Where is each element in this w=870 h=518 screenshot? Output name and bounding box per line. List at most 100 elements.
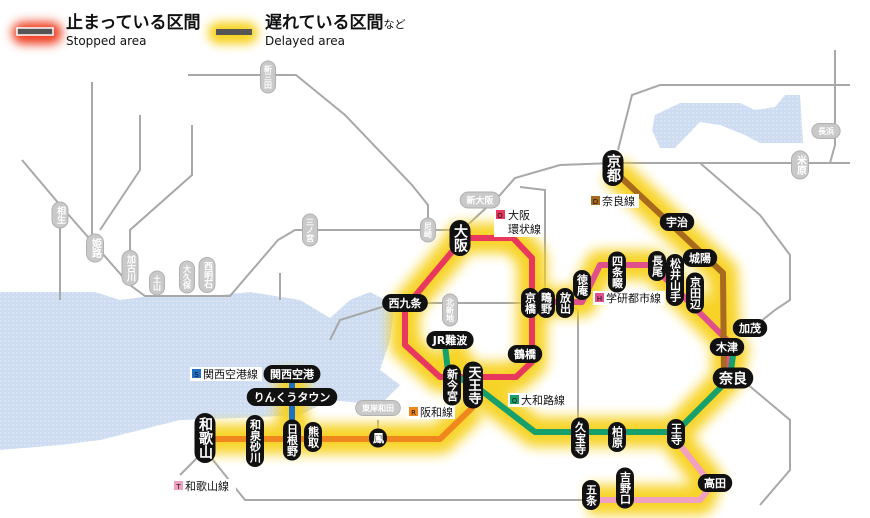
- delayed-sublabel: Delayed area: [265, 34, 345, 48]
- delayed-swatch: [216, 29, 252, 35]
- station-label: 五条: [585, 484, 599, 507]
- station-pill: [246, 415, 264, 467]
- station-label: 京都: [605, 153, 622, 183]
- station-nishikujo[interactable]: 西九条: [382, 294, 428, 312]
- station-nishiakashi[interactable]: 西明石: [198, 257, 216, 293]
- station-sannomiya[interactable]: 三ノ宮: [302, 213, 318, 247]
- station-label: 木津: [715, 340, 738, 354]
- station-kyoto[interactable]: 京都: [602, 150, 624, 186]
- station-label: 姫路: [90, 237, 102, 259]
- station-okubo[interactable]: 大久保: [179, 260, 195, 294]
- station-pill: [732, 319, 768, 337]
- station-oji[interactable]: 王寺: [667, 419, 685, 449]
- station-shigino[interactable]: 鴫野: [537, 288, 555, 318]
- station-kizu[interactable]: 木津: [709, 338, 745, 356]
- station-osaka[interactable]: 大阪: [449, 220, 471, 256]
- station-pill: [667, 419, 685, 449]
- station-himeji[interactable]: 姫路: [86, 233, 104, 263]
- gray-stations: 姫路相生加古川土山 大久保西明石 三ノ宮 新三田新大阪尼崎北新地 米原長浜東岸和田: [51, 60, 841, 416]
- station-label: 新大阪: [466, 194, 494, 206]
- svg-text:大和路線: 大和路線: [521, 393, 565, 407]
- station-kamo[interactable]: 加茂: [732, 319, 768, 337]
- station-kansaiairport[interactable]: 関西空港: [263, 365, 321, 383]
- station-higashikishiwada[interactable]: 東岸和田: [355, 400, 401, 416]
- station-hineno[interactable]: 日根野: [283, 419, 301, 461]
- station-matsuiyamate[interactable]: 松井山手: [666, 254, 684, 306]
- station-pill: [537, 288, 555, 318]
- svg-text:T: T: [175, 483, 181, 491]
- station-label: 米原: [795, 154, 807, 176]
- stopped-sublabel: Stopped area: [66, 34, 146, 48]
- station-pill: [283, 419, 301, 461]
- station-kitashinchi[interactable]: 北新地: [442, 293, 458, 327]
- station-aioi[interactable]: 相生: [51, 201, 69, 229]
- station-takada[interactable]: 高田: [697, 474, 733, 492]
- station-shinimamiya[interactable]: 新今宮: [443, 364, 461, 406]
- station-label: 加茂: [738, 321, 761, 335]
- station-amagasaki[interactable]: 尼崎: [420, 217, 436, 243]
- delayed-label: 遅れている区間など: [265, 13, 406, 33]
- station-wakayama[interactable]: 和歌山: [194, 413, 216, 463]
- station-yoshinoguchi[interactable]: 吉野口: [616, 467, 634, 509]
- stopped-swatch: [16, 27, 54, 36]
- station-pill: [608, 251, 626, 293]
- station-izumisunagawa[interactable]: 和泉砂川: [246, 415, 264, 467]
- station-kumatori[interactable]: 熊取: [304, 422, 322, 452]
- legend-stopped: 止まっている区間 Stopped area: [12, 12, 200, 48]
- station-pill: [682, 249, 718, 267]
- station-pill: [442, 293, 458, 327]
- station-pill: [426, 331, 474, 349]
- station-nagahama[interactable]: 長浜: [811, 123, 841, 139]
- station-label: 新今宮: [446, 367, 460, 402]
- lake-biwa: [652, 95, 803, 148]
- station-label: 城陽: [689, 251, 711, 265]
- station-otori[interactable]: 鳳: [369, 428, 387, 448]
- station-tennoji[interactable]: 天王寺: [463, 361, 483, 409]
- station-pill: [659, 213, 695, 231]
- station-shinosaka[interactable]: 新大阪: [459, 191, 501, 209]
- station-nara[interactable]: 奈良: [712, 367, 754, 389]
- svg-text:O: O: [497, 212, 503, 220]
- station-joyo[interactable]: 城陽: [682, 249, 718, 267]
- station-gojo[interactable]: 五条: [582, 480, 600, 510]
- station-pill: [616, 467, 634, 509]
- station-pill: [443, 364, 461, 406]
- station-pill: [194, 413, 216, 463]
- station-label: 関西空港: [270, 367, 315, 381]
- station-pill: [179, 260, 195, 294]
- station-pill: [697, 474, 733, 492]
- stations: 大阪西九条 京橋鶴橋 JR難波新今宮天王寺 鴫野放出徳庵四条畷 長尾松井山手京田辺 京都宇…: [194, 150, 768, 510]
- station-label: 三ノ宮: [306, 218, 315, 243]
- station-shinsanda[interactable]: 新三田: [260, 60, 276, 94]
- station-pill: [302, 213, 318, 247]
- station-rinkutown[interactable]: りんくうタウン: [246, 388, 338, 406]
- station-pill: [521, 288, 539, 318]
- station-label: 鴫野: [540, 291, 553, 315]
- station-tsuruhashi[interactable]: 鶴橋: [507, 345, 543, 363]
- station-tokuan[interactable]: 徳庵: [573, 270, 591, 300]
- station-label: 大久保: [182, 264, 192, 290]
- station-kakogawa[interactable]: 加古川: [121, 250, 139, 286]
- station-tsuchiyama[interactable]: 土山: [149, 270, 165, 296]
- station-hanaten[interactable]: 放出: [556, 288, 574, 318]
- station-pill: [449, 220, 471, 256]
- station-maibara[interactable]: 米原: [791, 150, 809, 180]
- svg-text:大阪: 大阪: [508, 208, 530, 222]
- station-label: 天王寺: [466, 366, 482, 406]
- svg-text:H: H: [597, 295, 602, 303]
- station-kyotanabe[interactable]: 京田辺: [686, 272, 704, 314]
- station-kyobashi[interactable]: 京橋: [521, 288, 539, 318]
- station-shijonawate[interactable]: 四条畷: [608, 251, 626, 293]
- station-pill: [420, 217, 436, 243]
- station-label: 西明石: [202, 261, 214, 289]
- station-uji[interactable]: 宇治: [659, 213, 695, 231]
- station-kyuhoji[interactable]: 久宝寺: [571, 417, 589, 459]
- station-nagao[interactable]: 長尾: [648, 251, 666, 281]
- station-label: 柏原: [611, 425, 624, 449]
- station-pill: [791, 150, 809, 180]
- station-label: 加古川: [125, 253, 137, 282]
- station-kashiwara[interactable]: 柏原: [608, 422, 626, 452]
- station-jrnamba[interactable]: JR難波: [426, 331, 474, 349]
- station-label: 大阪: [452, 223, 468, 253]
